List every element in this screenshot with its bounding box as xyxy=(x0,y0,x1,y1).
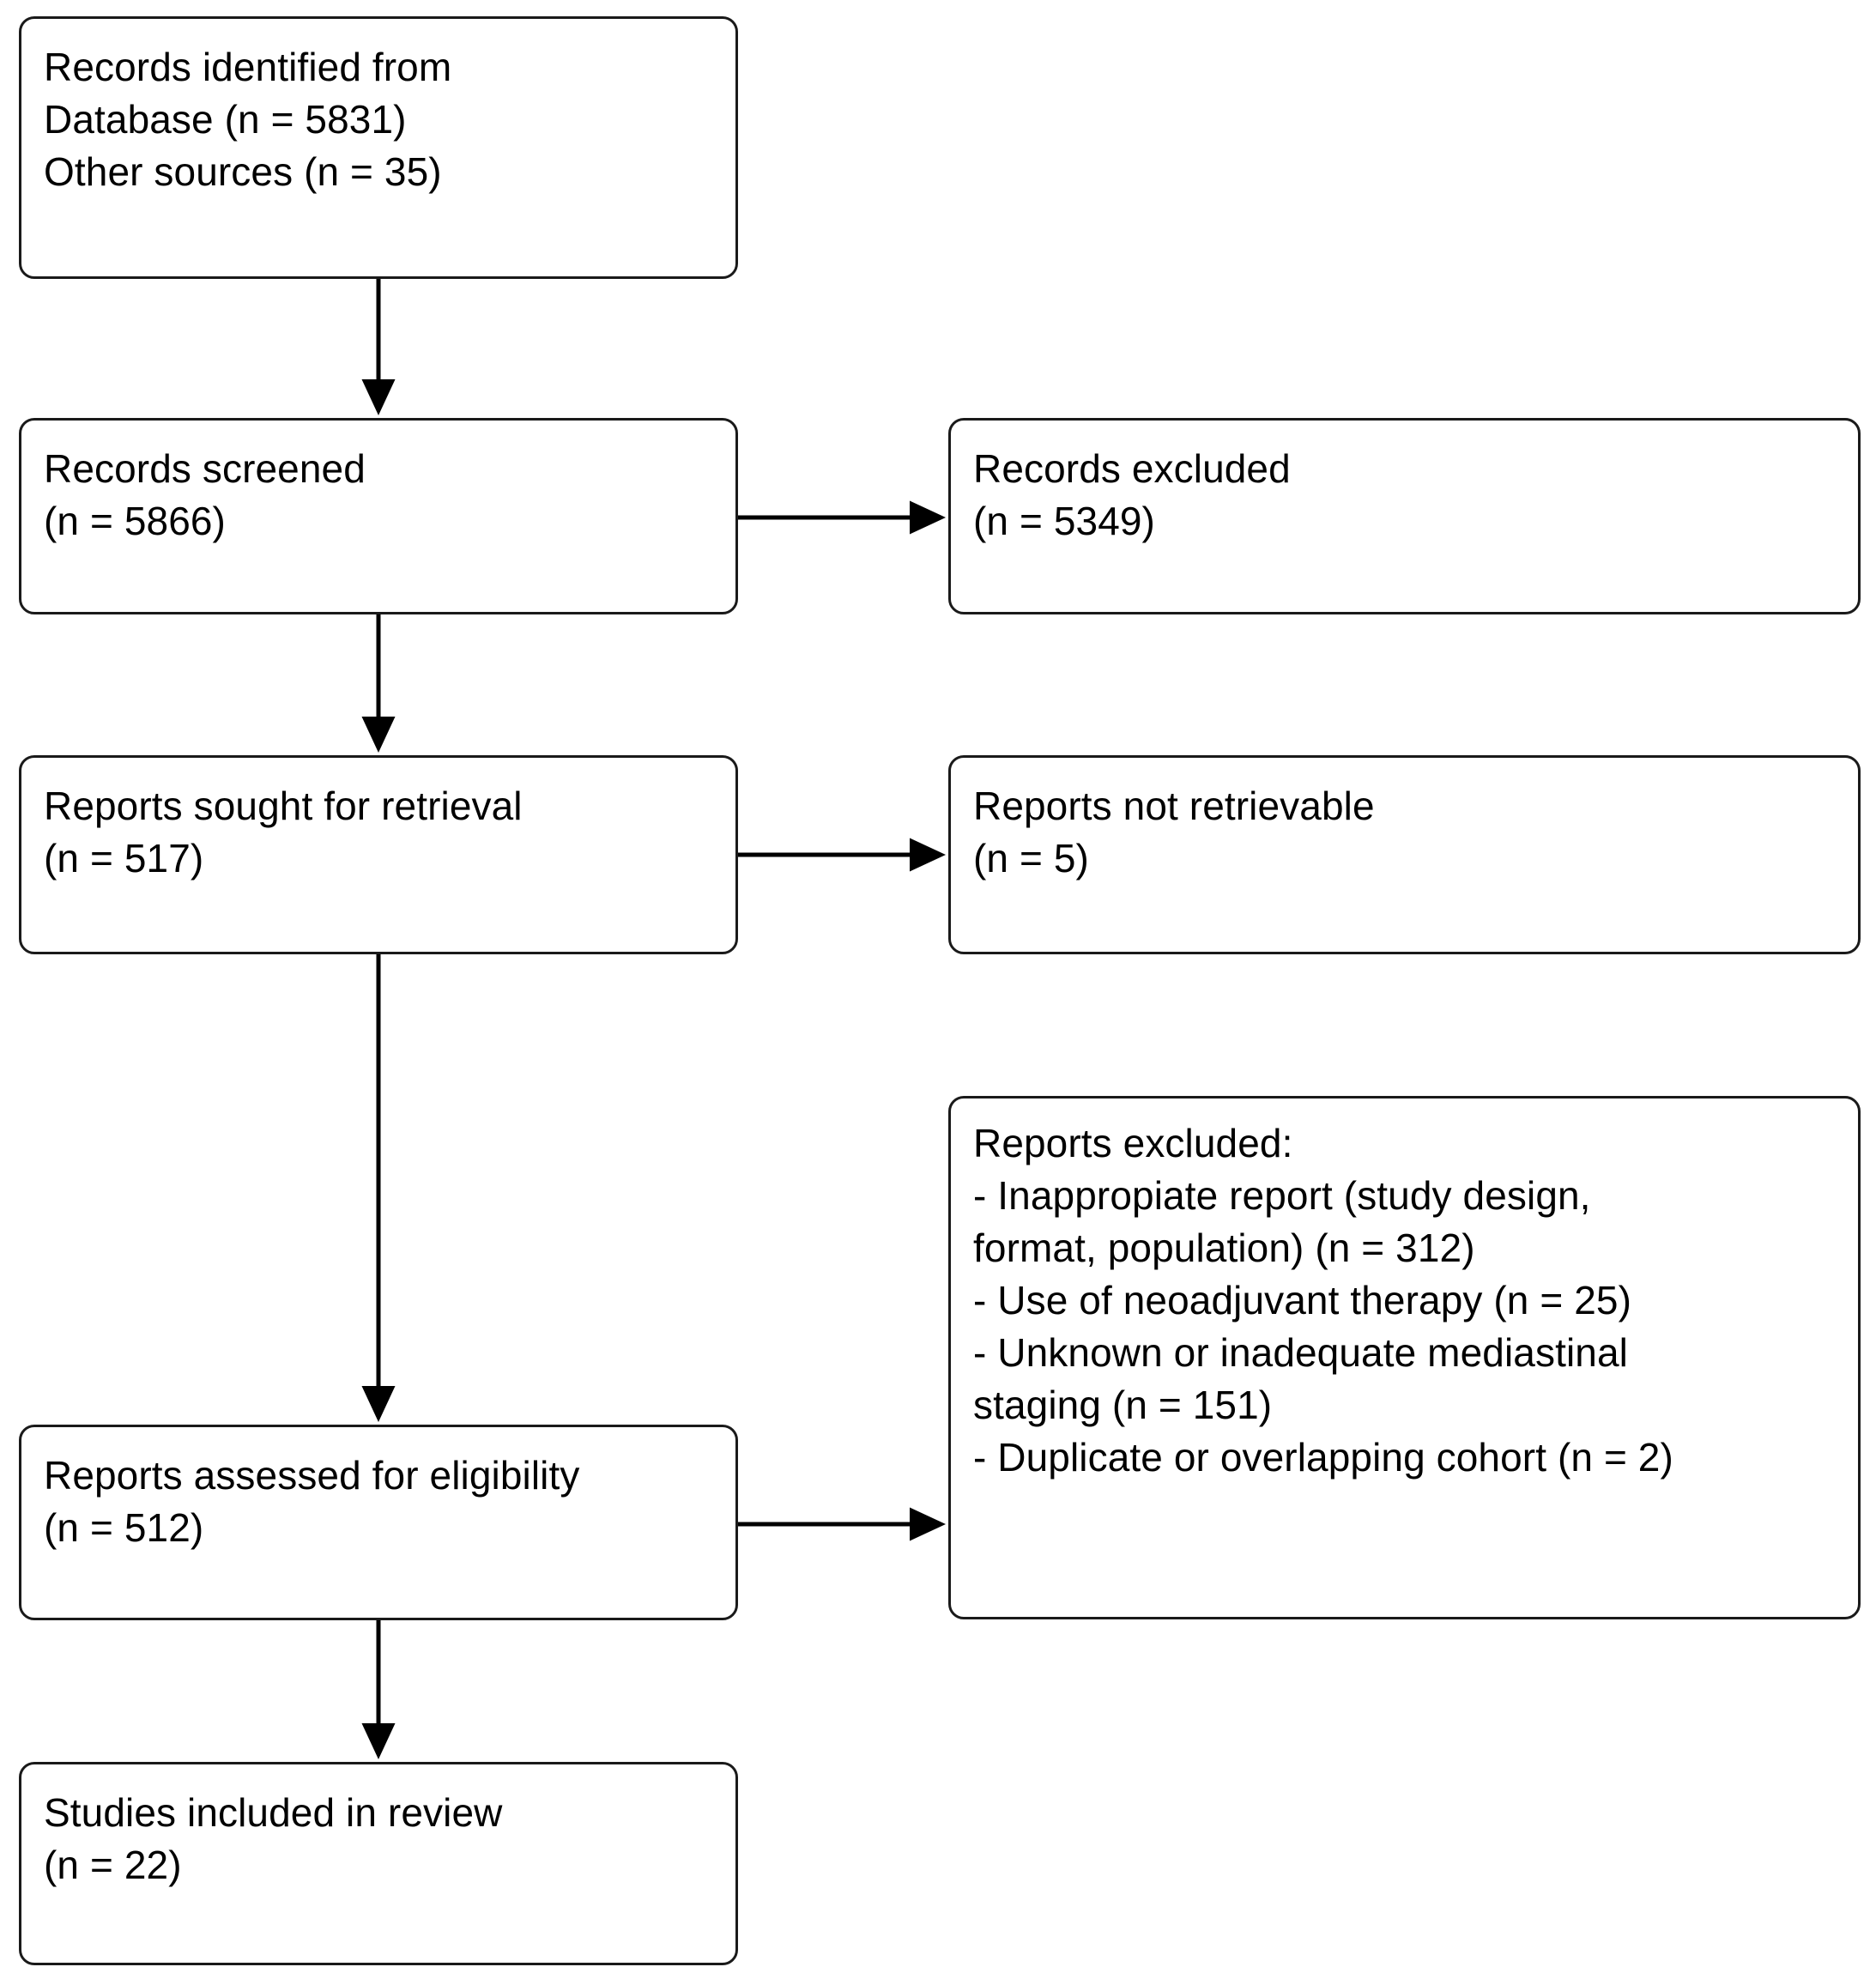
records-identified-line-1: Records identified from xyxy=(44,45,452,89)
records-screened-box: Records screened (n = 5866) xyxy=(19,418,738,614)
reports-assessed-line-1: Reports assessed for eligibility xyxy=(44,1453,580,1498)
reports-excluded-line-6: staging (n = 151) xyxy=(973,1383,1273,1427)
records-identified-line-2: Database (n = 5831) xyxy=(44,97,407,142)
reports-not-retrievable-line-2: (n = 5) xyxy=(973,836,1089,881)
reports-not-retrievable-line-1: Reports not retrievable xyxy=(973,784,1375,828)
records-excluded-line-2: (n = 5349) xyxy=(973,499,1155,543)
records-excluded-box: Records excluded (n = 5349) xyxy=(948,418,1861,614)
reports-assessed-box: Reports assessed for eligibility (n = 51… xyxy=(19,1425,738,1620)
reports-excluded-line-1: Reports excluded: xyxy=(973,1121,1293,1165)
records-screened-line-1: Records screened xyxy=(44,446,366,491)
studies-included-line-1: Studies included in review xyxy=(44,1790,503,1835)
reports-not-retrievable-box: Reports not retrievable (n = 5) xyxy=(948,755,1861,954)
records-excluded-line-1: Records excluded xyxy=(973,446,1291,491)
reports-excluded-line-4: - Use of neoadjuvant therapy (n = 25) xyxy=(973,1278,1631,1322)
reports-excluded-line-7: - Duplicate or overlapping cohort (n = 2… xyxy=(973,1435,1673,1480)
reports-sought-line-1: Reports sought for retrieval xyxy=(44,784,523,828)
records-identified-box: Records identified from Database (n = 58… xyxy=(19,16,738,279)
records-screened-line-2: (n = 5866) xyxy=(44,499,226,543)
studies-included-box: Studies included in review (n = 22) xyxy=(19,1762,738,1965)
reports-sought-line-2: (n = 517) xyxy=(44,836,204,881)
reports-assessed-line-2: (n = 512) xyxy=(44,1505,204,1550)
reports-excluded-box: Reports excluded: - Inappropiate report … xyxy=(948,1096,1861,1619)
reports-excluded-line-5: - Unknown or inadequate mediastinal xyxy=(973,1330,1628,1375)
reports-excluded-line-3: format, population) (n = 312) xyxy=(973,1226,1475,1270)
reports-sought-box: Reports sought for retrieval (n = 517) xyxy=(19,755,738,954)
records-identified-line-3: Other sources (n = 35) xyxy=(44,149,442,194)
reports-excluded-line-2: - Inappropiate report (study design, xyxy=(973,1173,1591,1218)
studies-included-line-2: (n = 22) xyxy=(44,1843,182,1887)
